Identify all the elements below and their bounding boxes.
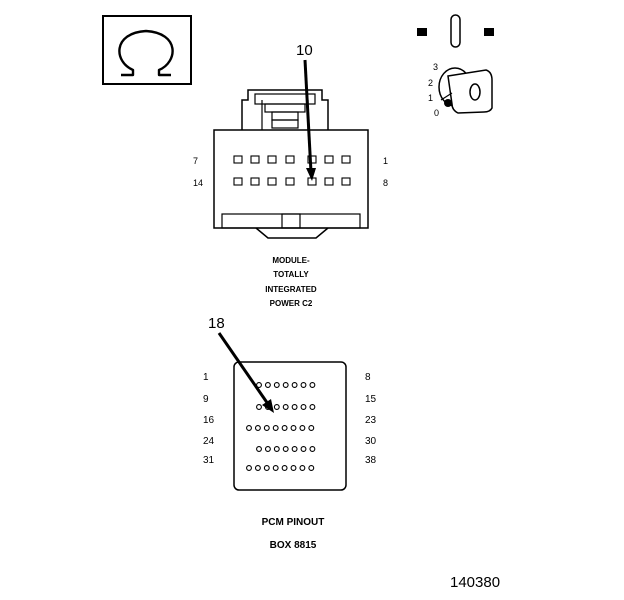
callout-10: 10 (296, 42, 316, 181)
pcm-pin-cavity (309, 404, 316, 410)
ignition-position-2: 2 (428, 78, 433, 88)
tipm-pin-cavity (324, 177, 334, 186)
pcm-pin-cavity (308, 425, 315, 431)
tipm-pin-cavity (250, 177, 260, 186)
pcm-row-label-right: 23 (365, 415, 377, 426)
ignition-position-1: 1 (428, 93, 433, 103)
pcm-pin-cavity (256, 446, 262, 452)
pcm-pin-cavity (299, 425, 306, 431)
tipm-pin-cavity (250, 155, 260, 164)
tipm-pin-cavity (233, 155, 243, 164)
pcm-pin-cavity (309, 382, 316, 388)
pcm-row-label-left: 1 (203, 372, 209, 383)
tipm-caption-line-3: INTEGRATED (265, 285, 317, 294)
ignition-position-3: 3 (433, 62, 438, 72)
pcm-pin-cavity (254, 465, 261, 471)
pcm-pin-cavity (281, 425, 288, 431)
pcm-pin-cavity (264, 446, 271, 452)
pcm-pin-cavity (300, 382, 307, 388)
pcm-pin-cavity (291, 382, 298, 388)
tipm-pin-cavity (341, 155, 351, 164)
pcm-row-labels: 1 8 9 15 16 23 24 30 31 38 (203, 372, 377, 466)
pcm-pin-cavity (246, 425, 252, 431)
pcm-pin-cavity (309, 446, 316, 452)
pcm-connector: 1 8 9 15 16 23 24 30 31 38 (203, 361, 377, 491)
tipm-pin-cavity (324, 155, 334, 164)
pcm-pin-cavity (290, 465, 297, 471)
pcm-pin-cavity (264, 382, 271, 388)
callout-18: 18 (208, 315, 274, 413)
tipm-pin-cavity (341, 177, 351, 186)
pcm-pin-cavities (246, 382, 316, 471)
pcm-caption: PCM PINOUT BOX 8815 (262, 517, 325, 551)
pcm-row-label-right: 8 (365, 372, 371, 383)
pcm-pin-cavity (291, 446, 298, 452)
ignition-key-icon: 3 2 1 0 (417, 14, 494, 118)
ohm-meter-icon (102, 15, 192, 85)
tipm-pin-label-14: 14 (193, 178, 203, 188)
pcm-pin-cavity (246, 465, 252, 471)
pcm-pin-cavity (300, 404, 307, 410)
tipm-caption: MODULE- TOTALLY INTEGRATED POWER C2 (265, 256, 317, 308)
tipm-caption-line-4: POWER C2 (270, 299, 313, 308)
pcm-pin-cavity (254, 425, 261, 431)
pcm-row-label-right: 38 (365, 455, 377, 466)
tipm-pin-cavity (267, 155, 277, 164)
tipm-caption-line-2: TOTALLY (273, 270, 309, 279)
pcm-pin-cavity (282, 404, 289, 410)
pcm-row-label-right: 15 (365, 394, 377, 405)
pcm-row-label-left: 24 (203, 436, 215, 447)
pcm-pin-cavity (273, 446, 280, 452)
pcm-row-label-left: 16 (203, 415, 215, 426)
pcm-pin-cavity (273, 404, 280, 410)
pcm-row-label-left: 31 (203, 455, 215, 466)
pcm-caption-line-1: PCM PINOUT (262, 517, 325, 528)
pcm-row-label-right: 30 (365, 436, 377, 447)
tipm-pin-cavity (267, 177, 277, 186)
pcm-pin-cavity (282, 446, 289, 452)
tipm-pin-cavity (233, 177, 243, 186)
callout-10-label: 10 (296, 42, 313, 59)
pcm-pin-cavity (282, 382, 289, 388)
pcm-pin-cavity (290, 425, 297, 431)
tipm-pin-cavity (285, 177, 295, 186)
tipm-pin-label-7: 7 (193, 156, 198, 166)
pcm-pin-cavity (300, 446, 307, 452)
pcm-pin-cavity (281, 465, 288, 471)
pcm-row-label-left: 9 (203, 394, 209, 405)
pcm-caption-line-2: BOX 8815 (270, 540, 317, 551)
figure-id: 140380 (450, 574, 500, 591)
pcm-pin-cavity (272, 465, 279, 471)
pcm-pin-cavity (273, 382, 280, 388)
pcm-pin-cavity (299, 465, 306, 471)
tipm-pin-cavity (285, 155, 295, 164)
pcm-pin-cavity (263, 465, 270, 471)
tipm-pin-cavities (233, 155, 351, 186)
pcm-pin-cavity (308, 465, 315, 471)
tipm-connector: 7 1 14 8 (193, 89, 388, 239)
ignition-position-0: 0 (434, 108, 439, 118)
pcm-pin-cavity (291, 404, 298, 410)
tipm-pin-label-8: 8 (383, 178, 388, 188)
pcm-pin-cavity (272, 425, 279, 431)
tipm-pin-label-1: 1 (383, 156, 388, 166)
pcm-pin-cavity (263, 425, 270, 431)
pcm-pin-cavity (256, 404, 262, 410)
tipm-caption-line-1: MODULE- (272, 256, 310, 265)
callout-18-label: 18 (208, 315, 225, 332)
